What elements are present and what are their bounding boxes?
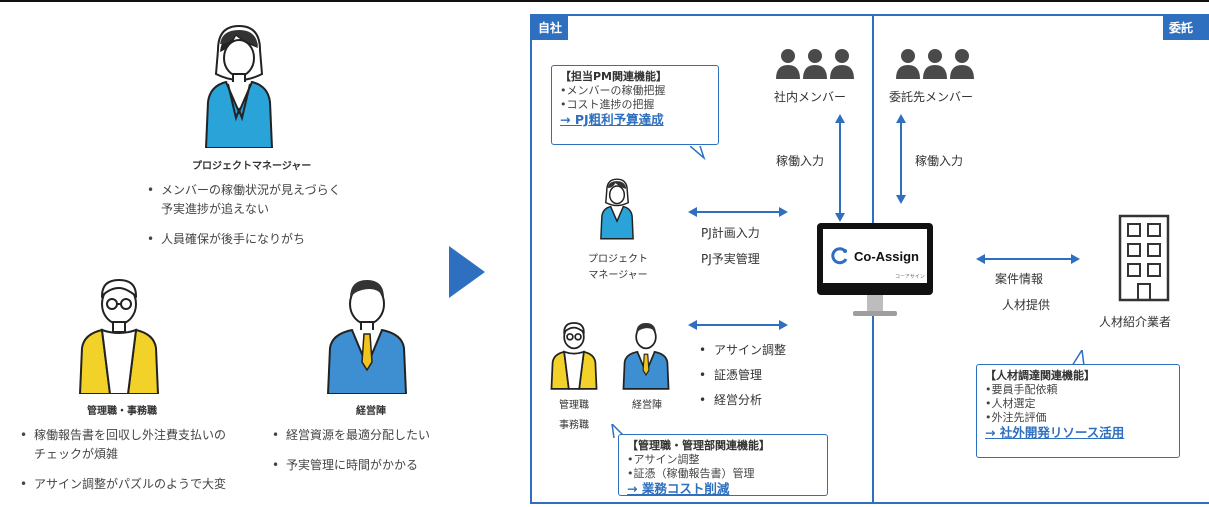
internal-input-arrow-icon <box>835 114 845 222</box>
pm-small-label-line: マネージャー <box>588 270 648 281</box>
co-assign-monitor: Co-Assign コーアサイン <box>817 223 933 295</box>
top-rule <box>0 0 1209 2</box>
talent-callout-item: •要員手配依頼 <box>985 383 1058 396</box>
admin-function-item: 証憑管理 <box>696 363 786 388</box>
pm-small-label: プロジェクト マネージャー <box>582 252 654 284</box>
partner-tag: 委託先 <box>1163 16 1209 59</box>
admin-function-list: アサイン調整 証憑管理 経営分析 <box>696 338 786 413</box>
admin-callout-item: •証憑（稼働報告書）管理 <box>627 467 755 480</box>
pm-callout-result: → PJ粗利予算達成 <box>560 112 664 127</box>
admin-small-label: 管理職 事務職 <box>548 398 600 434</box>
admin-callout-item: •アサイン調整 <box>627 453 700 466</box>
pm-system-arrow-icon <box>688 207 788 217</box>
admin-role-label: 管理職・事務職 <box>87 406 157 417</box>
building-icon <box>1118 214 1170 302</box>
monitor-base <box>853 311 897 316</box>
co-assign-logo-icon <box>831 247 848 265</box>
partner-work-input-label: 稼働入力 <box>915 154 964 168</box>
admin-small-label-line: 管理職 <box>559 400 589 411</box>
admin-function-item: 経営分析 <box>696 388 786 413</box>
partner-members-group-icon <box>896 49 974 79</box>
transition-arrow-icon <box>449 246 485 298</box>
admin-small-figure-icon <box>550 322 598 390</box>
pm-small-figure-icon <box>600 178 634 240</box>
monitor-stand <box>867 295 883 311</box>
exec-problem-list: 経営資源を最適分配したい 予実管理に時間がかかる <box>270 426 430 486</box>
internal-work-input-label: 稼働入力 <box>776 154 825 168</box>
pm-problem-list: メンバーの稼働状況が見えづらく 予実進捗が追えない 人員確保が後手になりがち <box>145 181 341 260</box>
talent-callout-tail-icon <box>1071 350 1085 366</box>
admin-callout-title: 【管理職・管理部関連機能】 <box>627 439 770 452</box>
internal-members-label: 社内メンバー <box>774 90 847 104</box>
pj-plan-label: PJ計画入力 <box>701 226 760 240</box>
admin-problem-item: 稼働報告書を回収し外注費支払いの チェックが煩雑 <box>18 426 226 464</box>
talent-callout-title: 【人材調達関連機能】 <box>985 369 1095 382</box>
exec-role-label: 経営陣 <box>356 406 386 417</box>
talent-callout-item: •外注先評価 <box>985 411 1047 424</box>
talent-callout-result: → 社外開発リソース活用 <box>985 425 1125 440</box>
agency-label: 人材紹介業者 <box>1099 315 1172 329</box>
talent-supply-label: 人材提供 <box>1002 298 1051 312</box>
pm-problem-item: 人員確保が後手になりがち <box>145 230 341 249</box>
pm-role-label: プロジェクトマネージャー <box>192 161 312 172</box>
admin-system-arrow-icon <box>688 320 788 330</box>
internal-members-group-icon <box>776 49 854 79</box>
admin-callout-result: → 業務コスト削減 <box>627 481 730 496</box>
pm-callout-title: 【担当PM関連機能】 <box>560 70 668 83</box>
own-company-tag: 自社 <box>532 16 569 40</box>
admin-problem-list: 稼働報告書を回収し外注費支払いの チェックが煩雑 アサイン調整がパズルのようで大… <box>18 426 226 505</box>
pj-actual-label: PJ予実管理 <box>701 252 760 266</box>
pm-feature-callout: 【担当PM関連機能】 •メンバーの稼働把握 •コスト進捗の把握 → PJ粗利予算… <box>551 65 719 145</box>
pm-callout-item: •コスト進捗の把握 <box>560 98 655 111</box>
pm-problem-item: メンバーの稼働状況が見えづらく 予実進捗が追えない <box>145 181 341 219</box>
monitor-screen: Co-Assign コーアサイン <box>823 229 927 283</box>
admin-function-item: アサイン調整 <box>696 338 786 363</box>
pm-small-label-line: プロジェクト <box>588 254 648 265</box>
co-assign-logo-text: Co-Assign <box>854 248 919 264</box>
admin-small-label-line: 事務職 <box>559 420 589 431</box>
exec-small-figure-icon <box>622 322 670 390</box>
exec-problem-item: 予実管理に時間がかかる <box>270 456 430 475</box>
pm-callout-item: •メンバーの稼働把握 <box>560 84 666 97</box>
agency-system-arrow-icon <box>976 254 1080 264</box>
talent-callout-item: •人材選定 <box>985 397 1036 410</box>
admin-problem-item: アサイン調整がパズルのようで大変 <box>18 475 226 494</box>
exec-small-label: 経営陣 <box>632 400 662 411</box>
co-assign-logo-subtext: コーアサイン <box>895 274 925 280</box>
admin-feature-callout: 【管理職・管理部関連機能】 •アサイン調整 •証憑（稼働報告書）管理 → 業務コ… <box>618 434 828 496</box>
executive-figure-icon <box>326 280 408 394</box>
admin-figure-icon <box>78 278 160 394</box>
partner-members-label: 委託先メンバー <box>889 90 974 104</box>
pm-callout-tail-icon <box>690 146 706 160</box>
talent-feature-callout: 【人材調達関連機能】 •要員手配依頼 •人材選定 •外注先評価 → 社外開発リソ… <box>976 364 1180 458</box>
exec-problem-item: 経営資源を最適分配したい <box>270 426 430 445</box>
project-manager-figure-icon <box>204 24 274 148</box>
partner-input-arrow-icon <box>896 114 906 204</box>
case-info-label: 案件情報 <box>995 272 1044 286</box>
